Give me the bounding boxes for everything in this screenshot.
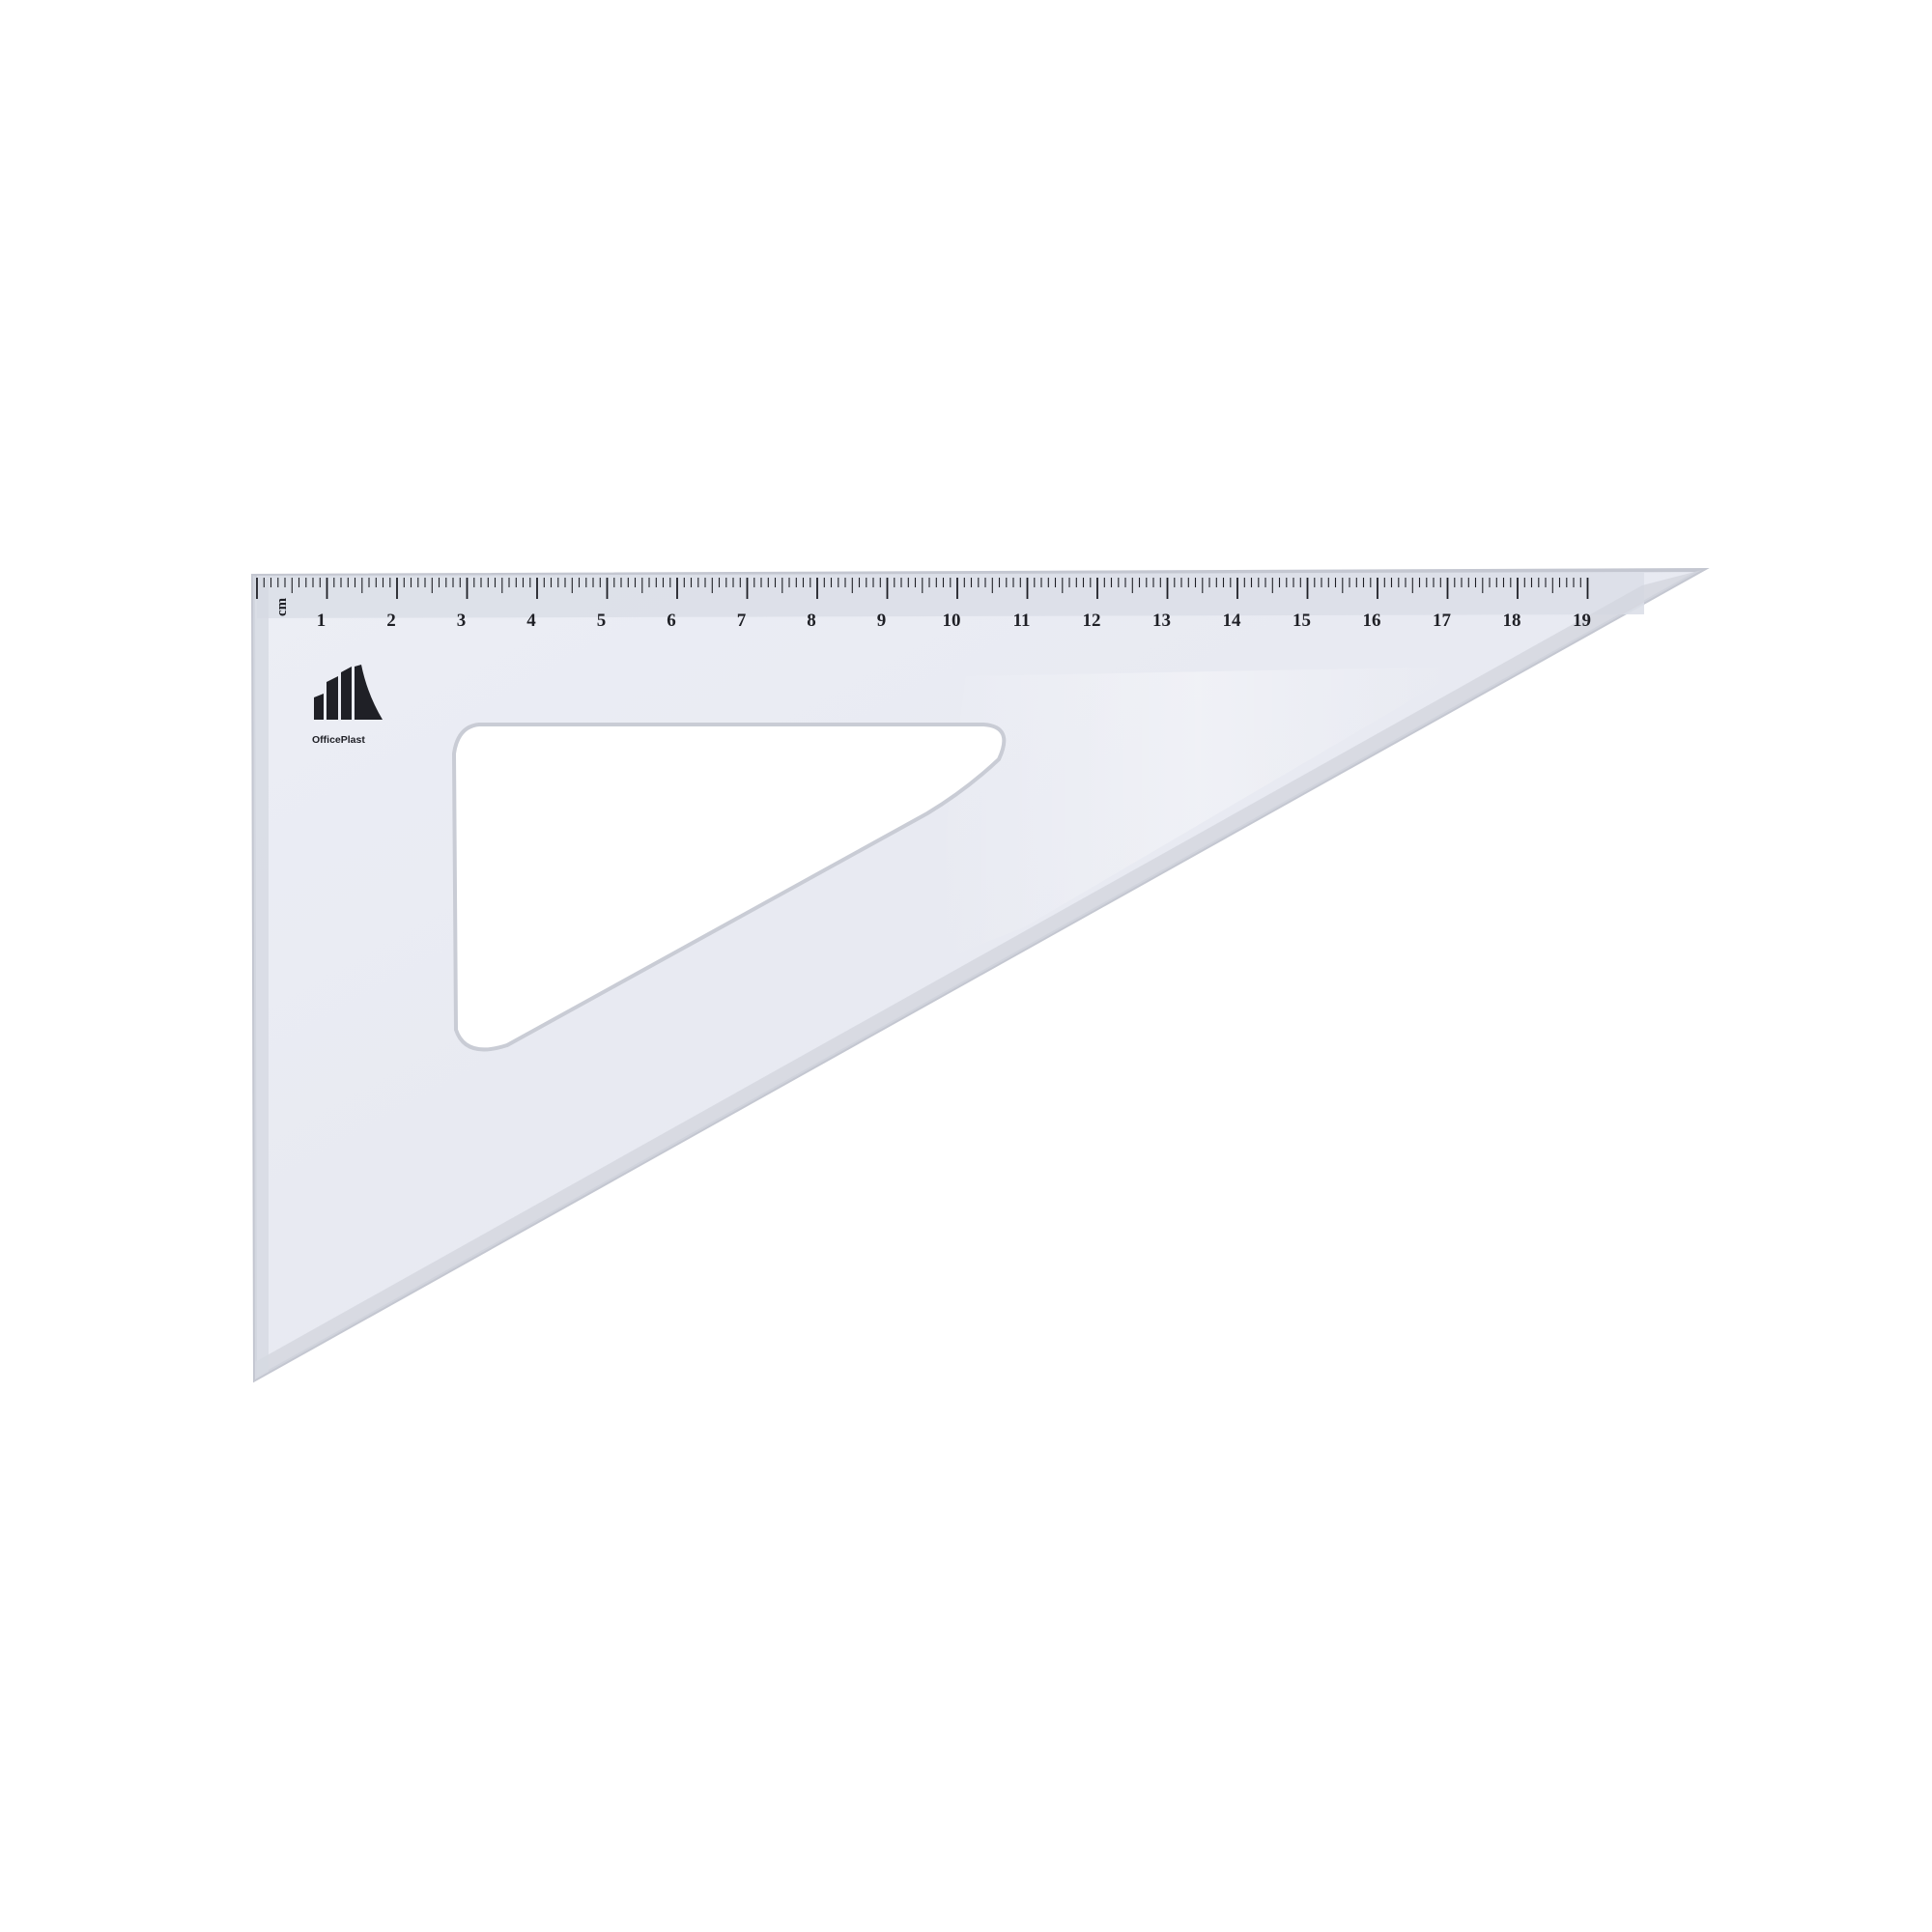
ruler-number-label: 5 [597, 611, 607, 631]
ruler-number-label: 16 [1363, 611, 1381, 631]
unit-mark: cm [274, 597, 290, 616]
ruler-number-label: 6 [667, 611, 676, 631]
ruler-number-label: 18 [1503, 611, 1521, 631]
ruler-number-label: 8 [807, 611, 816, 631]
ruler-number-label: 3 [457, 611, 467, 631]
ruler-number-label: 11 [1013, 611, 1031, 631]
triangle-cutout [451, 723, 1007, 1052]
ruler-number-label: 10 [943, 611, 961, 631]
ruler-number-label: 17 [1433, 611, 1452, 631]
ruler-number-label: 15 [1293, 611, 1311, 631]
ruler-number-label: 13 [1152, 611, 1171, 631]
stepped-towers-logo-icon [314, 665, 383, 720]
ruler-number-label: 9 [877, 611, 887, 631]
brand-name: OfficePlast [312, 734, 365, 746]
ruler-number-label: 1 [317, 611, 327, 631]
ruler-number-label: 12 [1083, 611, 1101, 631]
ruler-number-label: 4 [526, 611, 536, 631]
ruler-number-label: 7 [737, 611, 747, 631]
ruler-number-label: 2 [386, 611, 396, 631]
ruler-number-label: 14 [1223, 611, 1242, 631]
ruler-number-label: 19 [1573, 611, 1591, 631]
ruler-ticks [256, 578, 1589, 599]
